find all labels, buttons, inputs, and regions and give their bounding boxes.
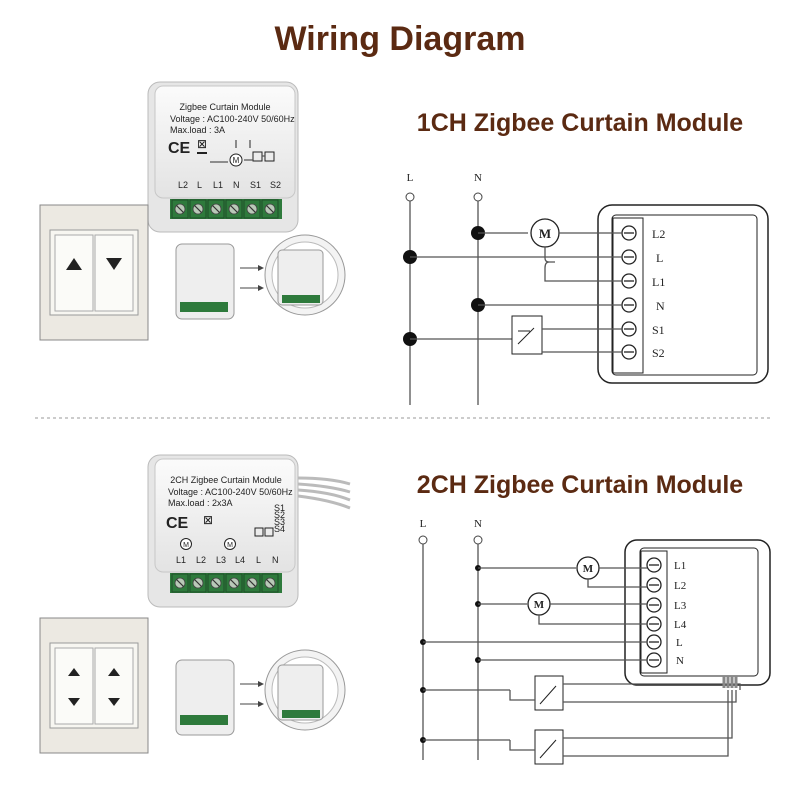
down-arrow-icon: [106, 258, 122, 270]
motor-icon-2b: M: [534, 599, 545, 611]
module-1ch-name: Zigbee Curtain Module: [179, 102, 270, 112]
weee-bin-icon: ⊠: [197, 137, 207, 151]
module-1ch-voltage: Voltage : AC100-240V 50/60Hz: [170, 114, 295, 124]
wall-switch-1: [39, 204, 149, 341]
module-2ch-switch-pin-0: S1: [274, 503, 285, 513]
module-1ch-terminal-label-3: N: [233, 180, 240, 190]
module-1ch-product: Zigbee Curtain Module Voltage : AC100-24…: [147, 81, 299, 233]
module-2ch-terminal-label-5: N: [272, 555, 279, 565]
bus-l-label-2: L: [420, 518, 427, 530]
module-1ch-terminal-label-5: S2: [270, 180, 281, 190]
schem1-terminal-1: L: [656, 251, 663, 265]
module-2ch-terminal-label-4: L: [256, 555, 261, 565]
module-2ch-product: 2CH Zigbee Curtain Module Voltage : AC10…: [147, 454, 351, 608]
bus-l-label-1: L: [407, 172, 414, 184]
rocker-switch-icon-2b: [534, 729, 564, 765]
wall-switch-2: [39, 617, 149, 754]
schem2-terminal-5: N: [676, 655, 684, 667]
bus-n-label-1: N: [474, 172, 482, 184]
schem1-terminal-4: S1: [652, 323, 665, 337]
svg-text:M: M: [227, 542, 233, 549]
schem2-terminal-0: L1: [674, 560, 686, 572]
module-1ch-terminal-label-0: L2: [178, 180, 188, 190]
module-2ch-voltage: Voltage : AC100-240V 50/60Hz: [168, 487, 293, 497]
module-1ch-maxload: Max.load : 3A: [170, 125, 225, 135]
svg-text:M: M: [233, 156, 240, 165]
weee-bin-icon-2: ⊠: [203, 513, 213, 527]
ce-mark-icon-2: CE: [166, 515, 189, 532]
schem2-terminal-2: L3: [674, 600, 687, 612]
install-illustration-2: [175, 649, 346, 736]
schem2-terminal-1: L2: [674, 580, 686, 592]
schematic-1ch: L N L2 L L1 N S1 S2 M: [403, 172, 769, 405]
module-2ch-switch-pin-3: S4: [274, 524, 285, 534]
module-2ch-terminal-label-0: L1: [176, 555, 186, 565]
motor-icon-1: M: [539, 226, 551, 241]
module-2ch-terminal-label-2: L3: [216, 555, 226, 565]
schem1-terminal-3: N: [656, 299, 665, 313]
schem1-terminal-5: S2: [652, 346, 665, 360]
section2-heading: 2CH Zigbee Curtain Module: [417, 471, 744, 499]
schematic-2ch: L N L1 L2 L3 L4 L N M M: [418, 518, 771, 765]
module-2ch-switch-pin-2: S3: [274, 517, 285, 527]
schem1-terminal-2: L1: [652, 275, 665, 289]
rocker-switch-icon-2a: [534, 675, 564, 711]
schem2-terminal-4: L: [676, 637, 683, 649]
schem2-terminal-3: L4: [674, 619, 687, 631]
ce-mark-icon: CE: [168, 140, 191, 157]
up-arrow-icon: [66, 258, 82, 270]
module-1ch-terminal-label-2: L1: [213, 180, 223, 190]
svg-text:M: M: [183, 542, 189, 549]
module-1ch-terminal-label-1: L: [197, 180, 202, 190]
motor-icon-2a: M: [583, 563, 594, 575]
module-2ch-name: 2CH Zigbee Curtain Module: [170, 475, 282, 485]
schem1-terminal-0: L2: [652, 227, 665, 241]
module-2ch-maxload: Max.load : 2x3A: [168, 498, 233, 508]
module-2ch-switch-pin-1: S2: [274, 510, 285, 520]
module-1ch-terminal-label-4: S1: [250, 180, 261, 190]
module-2ch-terminal-label-1: L2: [196, 555, 206, 565]
install-illustration-1: [175, 234, 346, 320]
module-2ch-terminal-label-3: L4: [235, 555, 245, 565]
section1-heading: 1CH Zigbee Curtain Module: [417, 109, 744, 137]
bus-n-label-2: N: [474, 518, 482, 530]
page-title: Wiring Diagram: [275, 20, 526, 58]
